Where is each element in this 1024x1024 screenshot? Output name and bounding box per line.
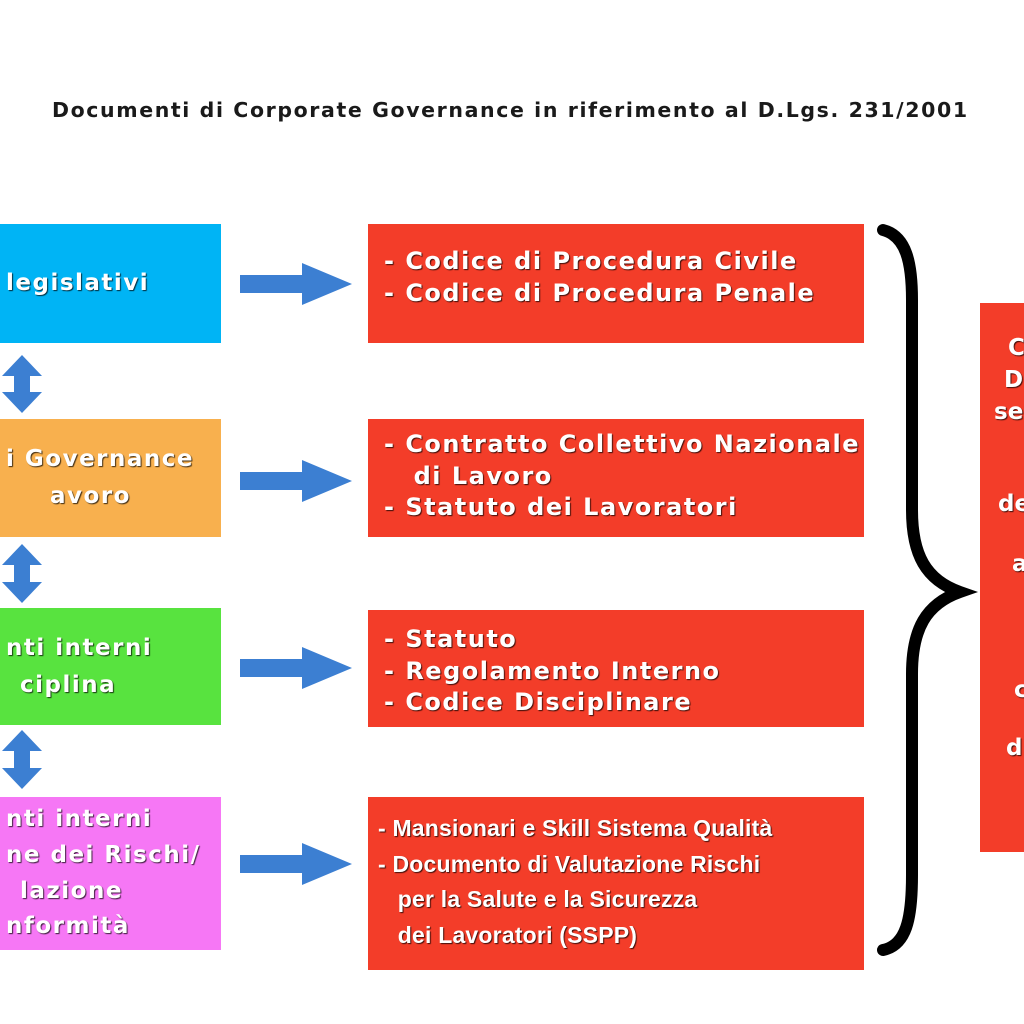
right-box-line: di Lavoro — [384, 461, 553, 490]
right-box-line: - Contratto Collettivo Nazionale — [384, 430, 861, 458]
curly-brace-icon — [877, 224, 979, 956]
right-box-quality: - Mansionari e Skill Sistema Qualità - D… — [368, 797, 864, 970]
far-right-fragment: c — [1014, 677, 1024, 703]
double-arrow-icon — [2, 730, 42, 789]
far-right-fragment: C — [1008, 335, 1024, 361]
right-box-labour: - Contratto Collettivo Nazionale di Lavo… — [368, 419, 864, 537]
double-arrow-icon — [2, 544, 42, 603]
far-right-fragment: se — [994, 399, 1024, 425]
right-box-line: - Documento di Valutazione Rischi — [378, 850, 761, 877]
left-box-line: nti interni — [6, 634, 153, 661]
left-box-line: nformità — [6, 913, 130, 940]
diagram-title: Documenti di Corporate Governance in rif… — [52, 98, 969, 122]
right-arrow-icon — [240, 263, 352, 305]
right-box-codes: - Codice di Procedura Civile - Codice di… — [368, 224, 864, 343]
left-box-line: legislativi — [6, 270, 150, 297]
far-right-fragment: D — [1004, 367, 1024, 393]
right-box-line: dei Lavoratori (SSPP) — [378, 921, 638, 948]
right-box-line: - Statuto — [384, 625, 518, 653]
right-box-line: - Codice di Procedura Penale — [384, 278, 816, 307]
far-right-fragment: d — [1006, 735, 1023, 761]
left-box-discipline: nti interni ciplina — [0, 608, 221, 725]
right-box-line: - Mansionari e Skill Sistema Qualità — [378, 815, 773, 841]
left-box-line: ne dei Rischi/ — [6, 841, 201, 868]
left-box-line: nti interni — [6, 806, 153, 833]
left-box-governance: i Governance avoro — [0, 419, 221, 537]
left-box-line: lazione — [20, 877, 123, 904]
left-box-risks: nti interni ne dei Rischi/ lazione nform… — [0, 797, 221, 950]
right-arrow-icon — [240, 843, 352, 885]
left-box-line: i Governance — [6, 446, 195, 473]
right-arrow-icon — [240, 460, 352, 502]
left-box-line: avoro — [50, 483, 131, 509]
left-box-line: ciplina — [20, 671, 117, 698]
right-box-line: per la Salute e la Sicurezza — [378, 886, 698, 913]
right-box-line: - Codice Disciplinare — [384, 688, 693, 717]
left-box-legislative: legislativi — [0, 224, 221, 343]
double-arrow-icon — [2, 355, 42, 413]
far-right-box: C D se de a c d — [980, 303, 1024, 852]
right-box-line: - Regolamento Interno — [384, 656, 721, 685]
right-box-line: - Statuto dei Lavoratori — [384, 493, 738, 522]
right-arrow-icon — [240, 647, 352, 689]
far-right-fragment: a — [1012, 551, 1024, 577]
far-right-fragment: de — [998, 491, 1024, 517]
right-box-statute: - Statuto - Regolamento Interno - Codice… — [368, 610, 864, 727]
right-box-line: - Codice di Procedura Civile — [384, 247, 798, 275]
